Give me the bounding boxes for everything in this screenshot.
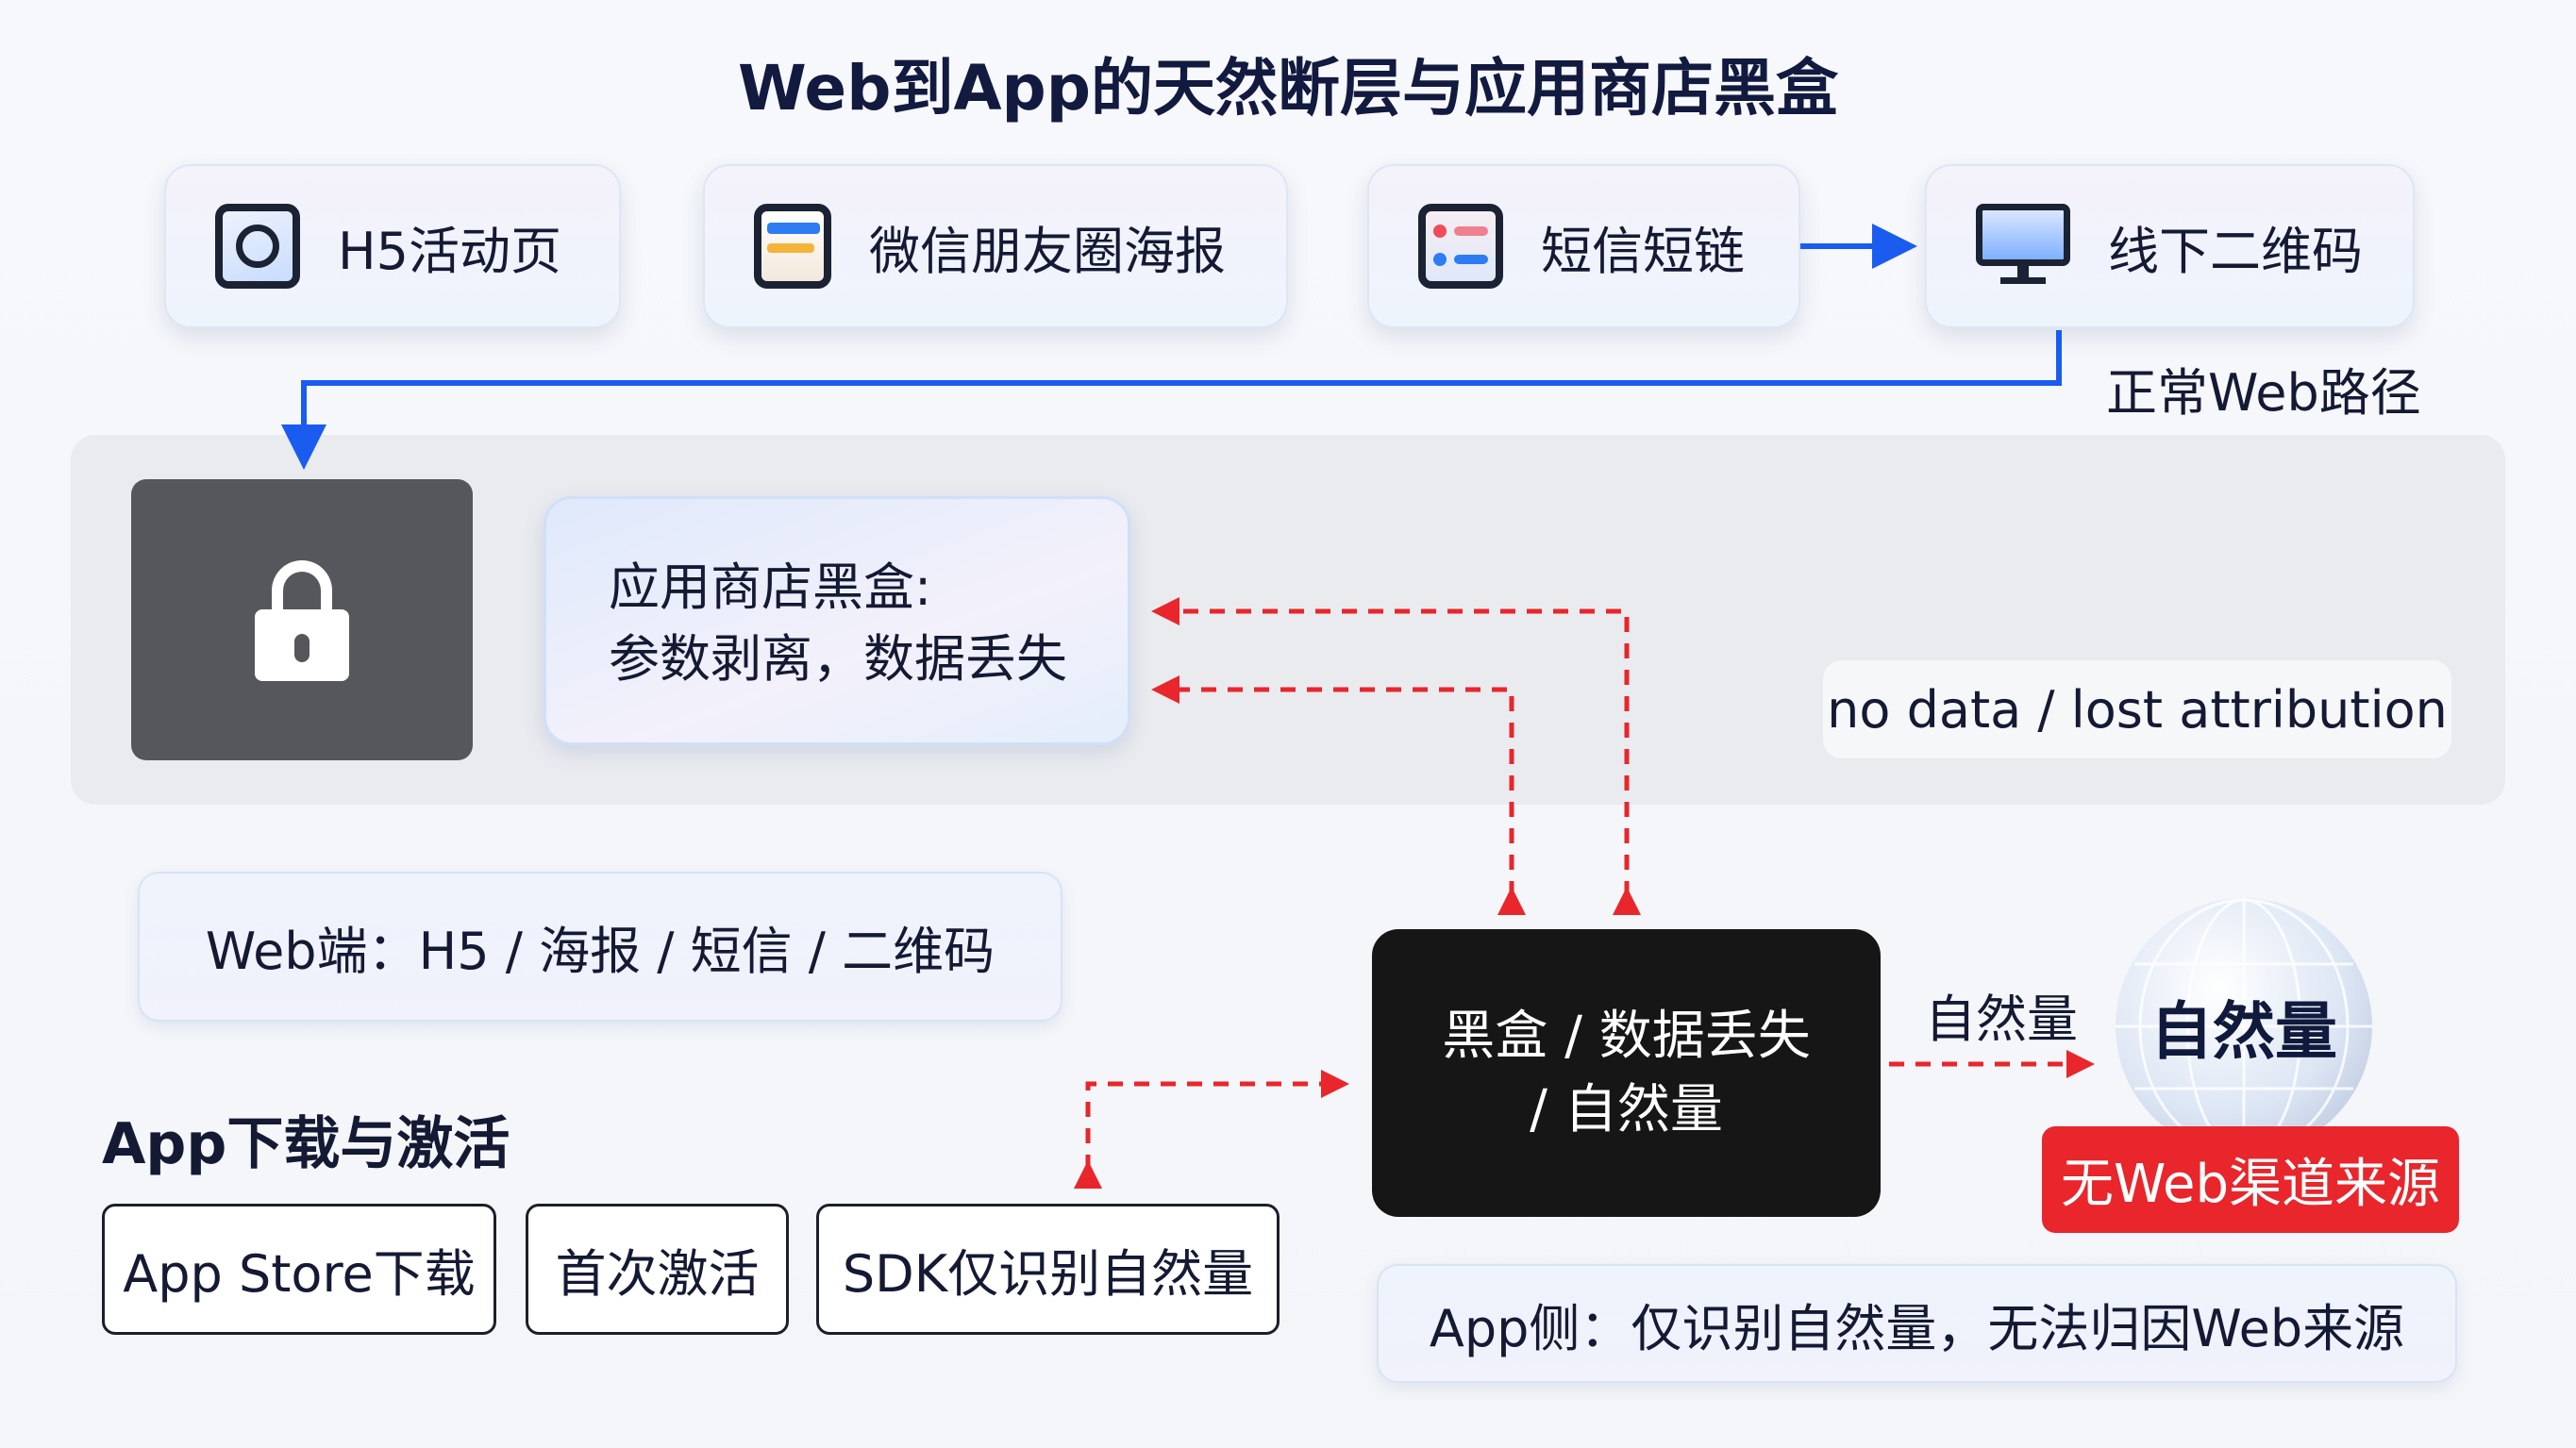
center-line2: / 自然量 [1530, 1078, 1723, 1140]
h5-page-icon [215, 204, 300, 289]
monitor-icon [1976, 204, 2070, 289]
dashed-arrow-outer [1151, 597, 1641, 915]
app-summary: App侧：仅识别自然量，无法归因Web来源 [1377, 1264, 2457, 1383]
center-line1: 黑盒 / 数据丢失 [1442, 1005, 1811, 1067]
no-web-source-badge: 无Web渠道来源 [2042, 1126, 2459, 1233]
source-h5: H5活动页 [164, 164, 621, 328]
step-first-activation: 首次激活 [526, 1204, 789, 1335]
source-sms: 短信短链 [1367, 164, 1800, 328]
no-data-pill: no data / lost attribution [1823, 660, 2451, 758]
web-summary: Web端：H5 / 海报 / 短信 / 二维码 [138, 872, 1062, 1022]
lock-icon [255, 560, 349, 683]
source-poster: 微信朋友圈海报 [703, 164, 1288, 328]
source-label: H5活动页 [338, 221, 561, 281]
poster-icon [754, 204, 831, 289]
sms-icon [1418, 204, 1503, 289]
step-appstore-download: App Store下载 [102, 1204, 496, 1335]
globe-icon: 自然量 [2116, 898, 2372, 1155]
source-label: 微信朋友圈海报 [869, 221, 1226, 281]
page-title: Web到App的天然断层与应用商店黑盒 [737, 52, 1839, 125]
source-qr: 线下二维码 [1925, 164, 2415, 328]
globe-label: 自然量 [2150, 995, 2337, 1068]
app-section-title: App下载与激活 [102, 1111, 510, 1177]
blackbox-center: 黑盒 / 数据丢失 / 自然量 [1372, 929, 1881, 1217]
source-label: 短信短链 [1541, 221, 1745, 281]
step-sdk-organic: SDK仅识别自然量 [816, 1204, 1280, 1335]
blackbox-line2: 参数剥离，数据丢失 [609, 629, 1067, 689]
normal-path-label: 正常Web路径 [2106, 363, 2421, 423]
normal-web-path-arrow [281, 330, 2062, 470]
appstore-blackbox-card: 应用商店黑盒: 参数剥离，数据丢失 [544, 496, 1130, 745]
source-label: 线下二维码 [2108, 221, 2363, 281]
dashed-arrow-inner [1151, 675, 1526, 915]
lock-tile [131, 479, 473, 760]
dashed-arrow-app [1074, 1070, 1349, 1189]
blackbox-line1: 应用商店黑盒: [609, 558, 932, 617]
arrow-label: 自然量 [1925, 990, 2078, 1049]
